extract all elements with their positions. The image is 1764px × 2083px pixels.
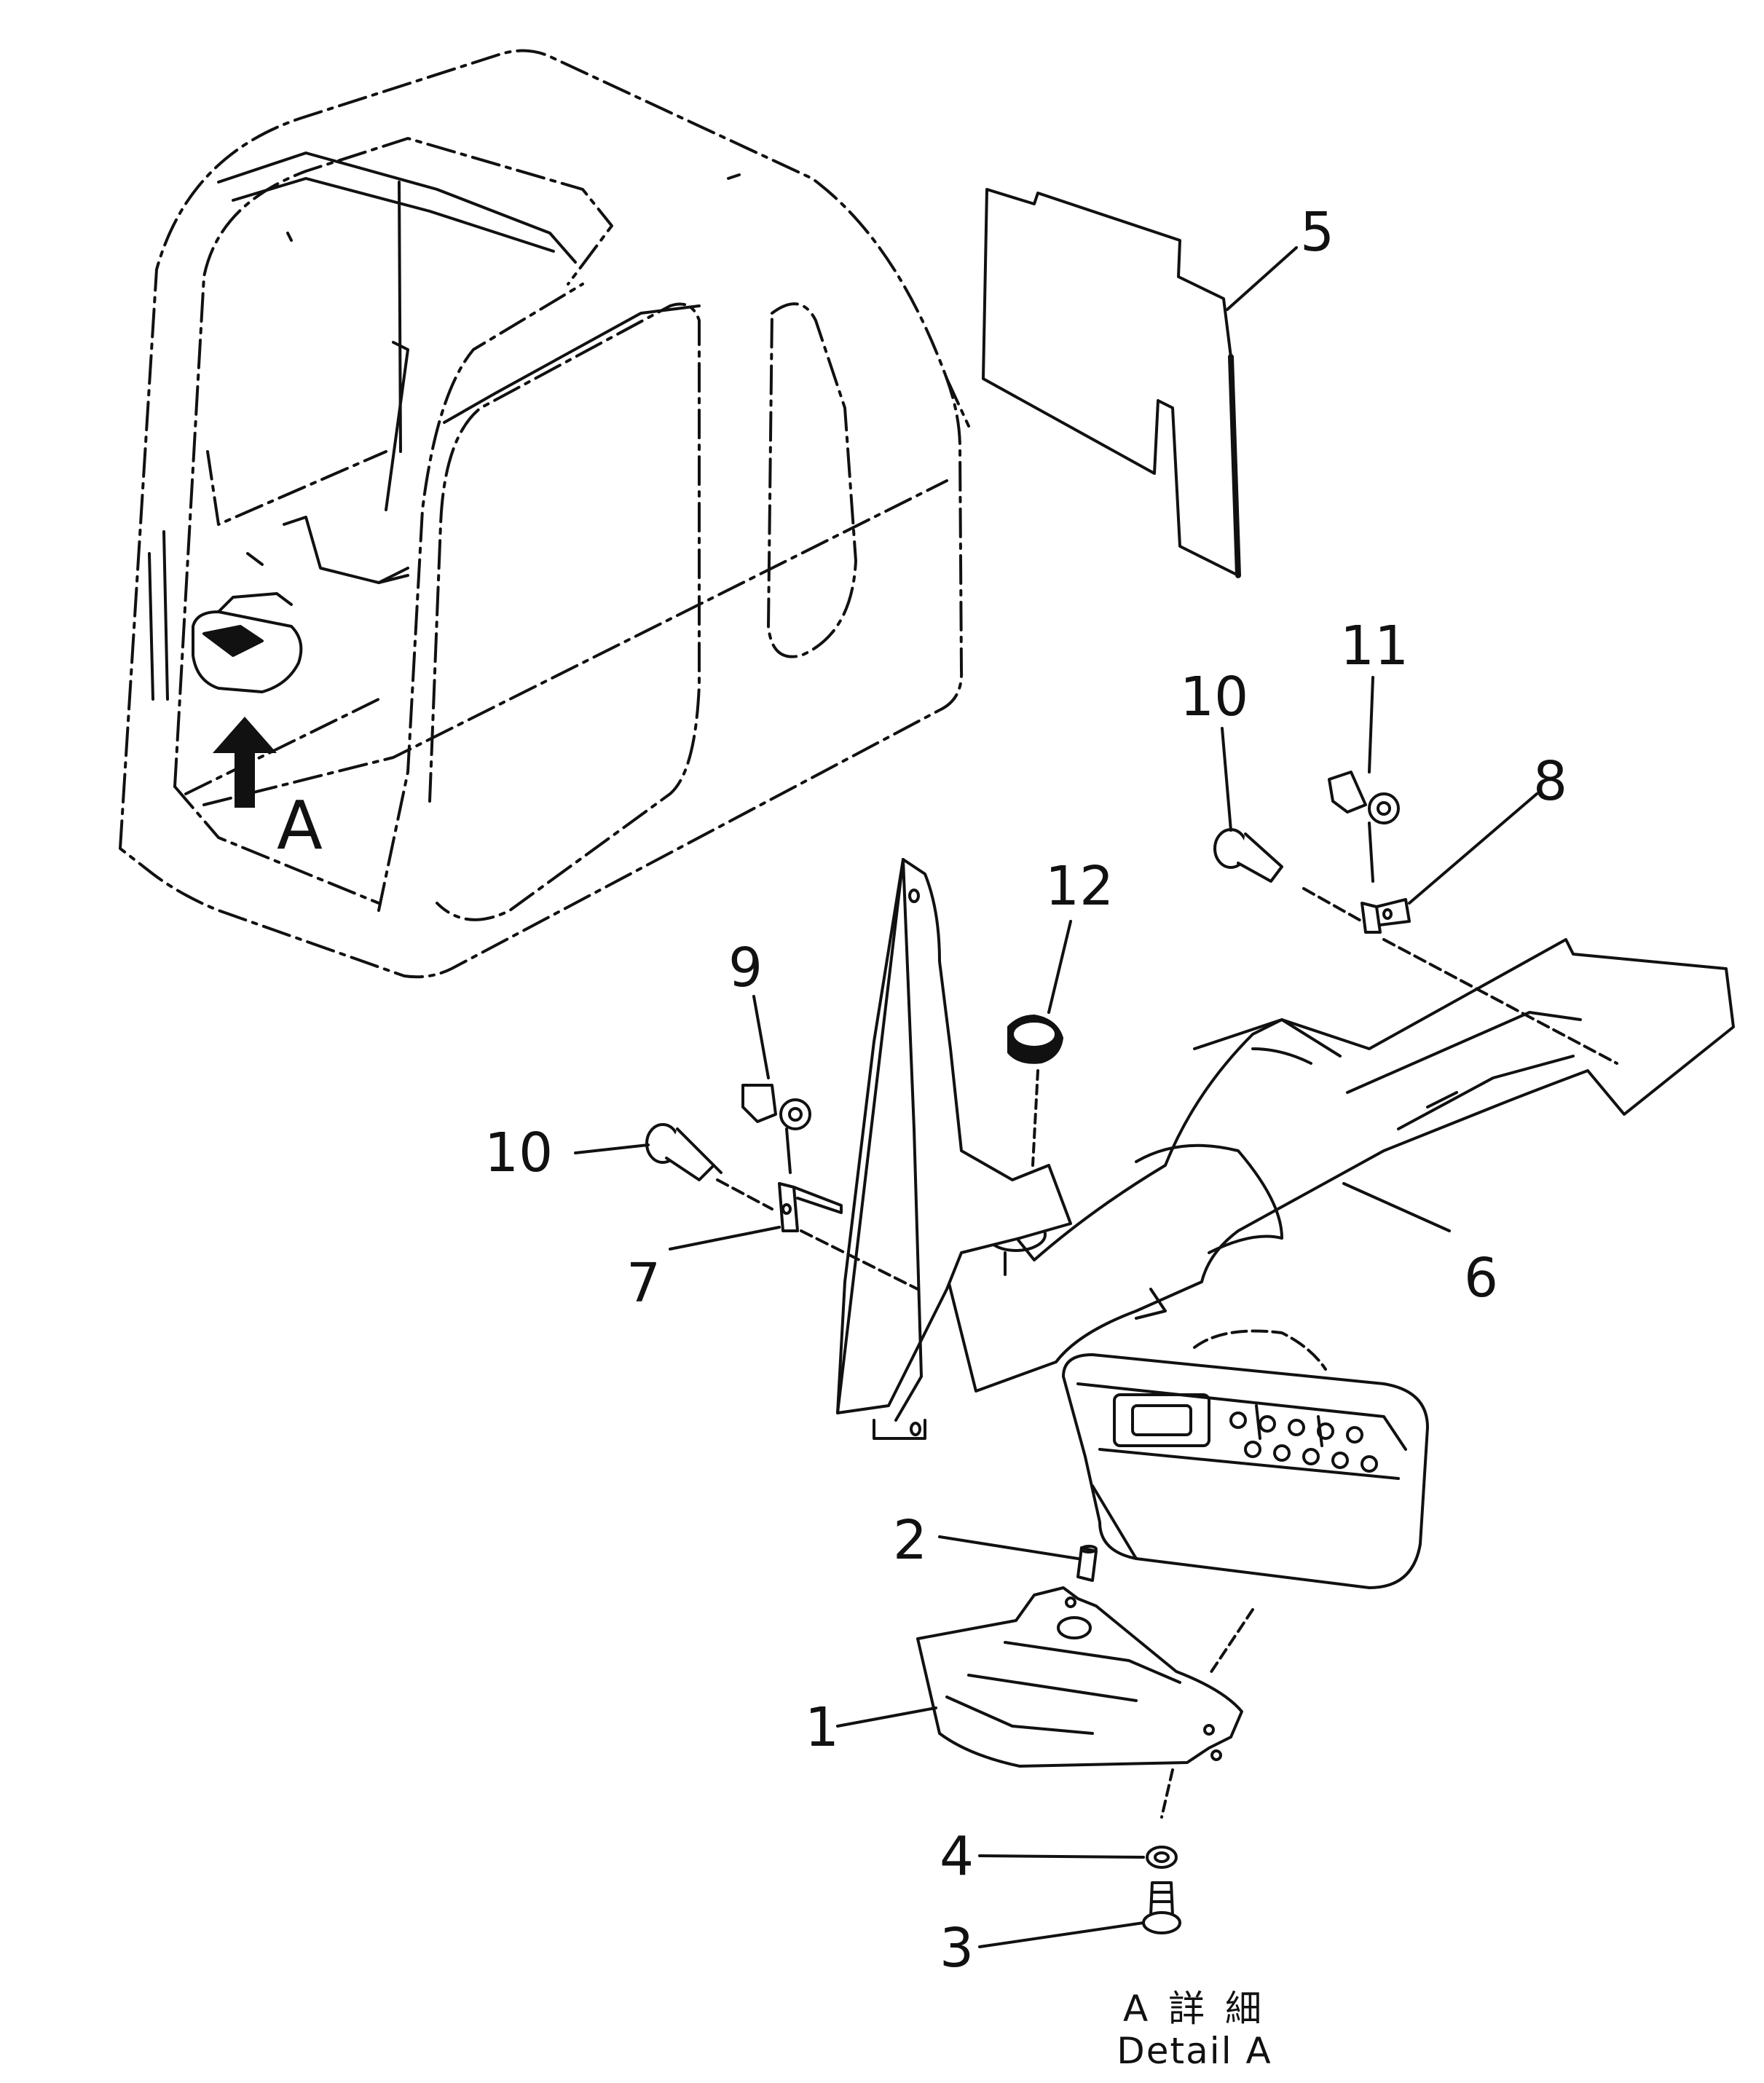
part-3-bolt	[1142, 1881, 1181, 1934]
leader-10a	[574, 1143, 650, 1154]
leader-3	[978, 1921, 1145, 1948]
leader-lines	[574, 246, 1538, 1948]
part-1-monitor-bracket	[916, 1586, 1243, 1819]
leader-2	[938, 1535, 1079, 1560]
part-9-clip-left	[741, 1084, 811, 1174]
view-marker-a: A	[277, 787, 323, 865]
leader-10b	[1221, 727, 1232, 832]
monitor-unit	[1062, 1329, 1429, 1677]
cab-window-frame	[217, 151, 701, 584]
callout-11: 11	[1340, 615, 1409, 677]
callout-7: 7	[626, 1252, 661, 1315]
callout-10-right: 10	[1180, 666, 1249, 728]
leader-11	[1368, 676, 1374, 773]
part-6-console-cover	[945, 938, 1735, 1393]
callout-4: 4	[940, 1825, 974, 1888]
leader-12	[1047, 920, 1072, 1014]
view-arrow-icon	[213, 717, 277, 808]
operator-cab-outline	[119, 49, 970, 979]
leader-9	[752, 995, 770, 1079]
part-10-screw-left	[645, 1123, 773, 1210]
part-2-pin	[1076, 1545, 1098, 1582]
callout-1: 1	[805, 1696, 840, 1759]
cab-monitor-location	[148, 530, 303, 701]
part-10-screw-right	[1213, 828, 1363, 923]
callout-3: 3	[940, 1917, 974, 1980]
callout-5: 5	[1300, 201, 1335, 264]
callout-6: 6	[1464, 1247, 1499, 1310]
leader-8	[1408, 792, 1538, 905]
detail-caption-english: Detail A	[1117, 2029, 1272, 2072]
part-8-bracket	[1361, 898, 1618, 1065]
leader-7	[669, 1226, 781, 1251]
pillar-cover	[836, 858, 1072, 1440]
callout-2: 2	[893, 1509, 928, 1572]
callout-9: 9	[728, 937, 763, 999]
callout-10-left: 10	[484, 1122, 554, 1184]
part-11-clip-right	[1328, 771, 1400, 883]
detail-caption-japanese: A 詳 細	[1123, 1988, 1266, 2030]
leader-1	[836, 1706, 937, 1728]
leader-4	[978, 1854, 1145, 1859]
part-12-grommet	[1007, 1015, 1063, 1167]
part-4-washer	[1146, 1846, 1178, 1869]
callout-8: 8	[1533, 750, 1568, 813]
part-5-panel	[982, 188, 1241, 578]
part-7-bracket	[778, 1182, 919, 1291]
leader-5	[1226, 246, 1298, 311]
detail-caption: A 詳 細 Detail A	[1100, 1988, 1289, 2072]
callout-12: 12	[1045, 855, 1114, 918]
leader-6	[1342, 1182, 1451, 1232]
